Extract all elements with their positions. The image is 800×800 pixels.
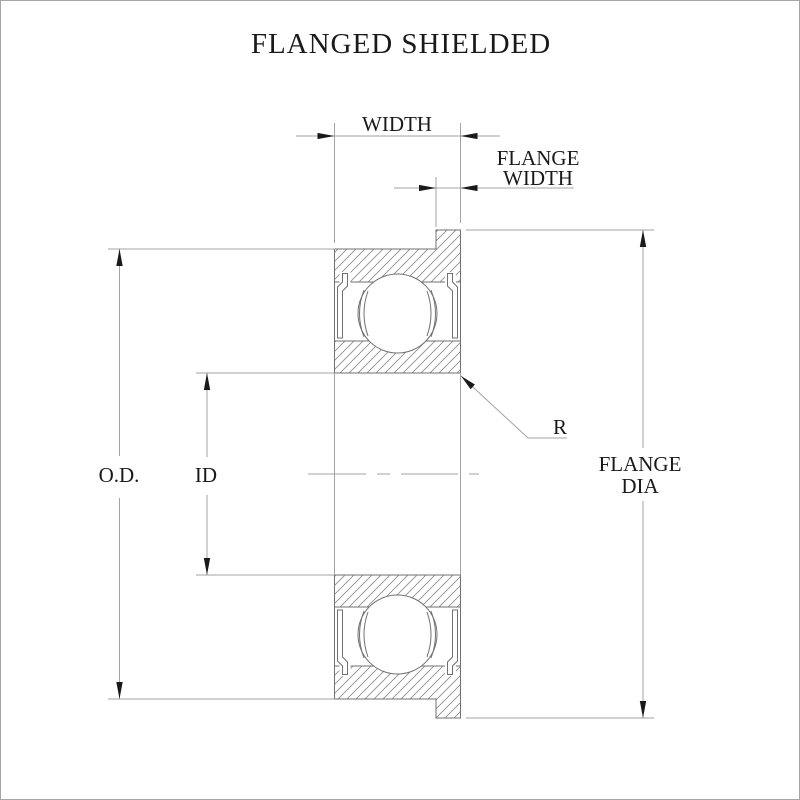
od-arrow-up (116, 249, 123, 266)
ball-upper (357, 273, 438, 354)
shield-left-lower (337, 609, 348, 675)
raceway-arc-left-outer-upper (359, 289, 365, 338)
dim-id: ID (195, 372, 335, 576)
shield-right-upper (447, 273, 458, 339)
raceway-arc-right-inner-upper (426, 290, 432, 337)
page-title: FLANGED SHIELDED (251, 28, 551, 60)
flange-dia-arrow-down (639, 701, 647, 718)
raceway-arc-right-outer-upper (430, 289, 436, 338)
bearing-section-upper (334, 229, 461, 374)
leader-radius: R (460, 375, 567, 439)
shield-left-upper (337, 273, 348, 339)
radius-leader-line (460, 375, 567, 439)
raceway-arc-left-inner-lower (363, 611, 369, 658)
flange-width-label-line2: WIDTH (503, 166, 573, 190)
id-arrow-up (203, 373, 211, 390)
flange-width-arrow-left (419, 184, 436, 192)
id-label: ID (195, 463, 217, 487)
raceway-arc-left-inner-upper (363, 290, 369, 337)
dim-flange-dia: FLANGE DIA (466, 229, 682, 719)
ball-lower (357, 594, 438, 675)
flange-width-arrow-right (460, 184, 478, 192)
od-arrow-down (116, 682, 123, 699)
radius-label: R (553, 415, 567, 439)
raceway-arc-right-outer-lower (430, 610, 436, 659)
flange-width-label-line1: FLANGE (497, 146, 580, 170)
width-arrow-right (460, 132, 478, 140)
raceway-arc-left-outer-lower (359, 610, 365, 659)
od-label: O.D. (99, 463, 140, 487)
width-arrow-left (317, 132, 335, 140)
flange-dia-label-line2: DIA (621, 474, 659, 498)
dim-flange-width: FLANGE WIDTH (394, 146, 579, 227)
radius-arrow (461, 376, 475, 390)
dim-od: O.D. (99, 248, 335, 700)
width-label: WIDTH (362, 112, 432, 136)
dim-width: WIDTH (296, 112, 500, 243)
id-arrow-down (203, 558, 211, 575)
flange-dia-arrow-up (639, 230, 647, 247)
shield-right-lower (447, 609, 458, 675)
raceway-arc-right-inner-lower (426, 611, 432, 658)
bearing-section-lower (334, 574, 461, 719)
flange-dia-label-line1: FLANGE (599, 452, 682, 476)
